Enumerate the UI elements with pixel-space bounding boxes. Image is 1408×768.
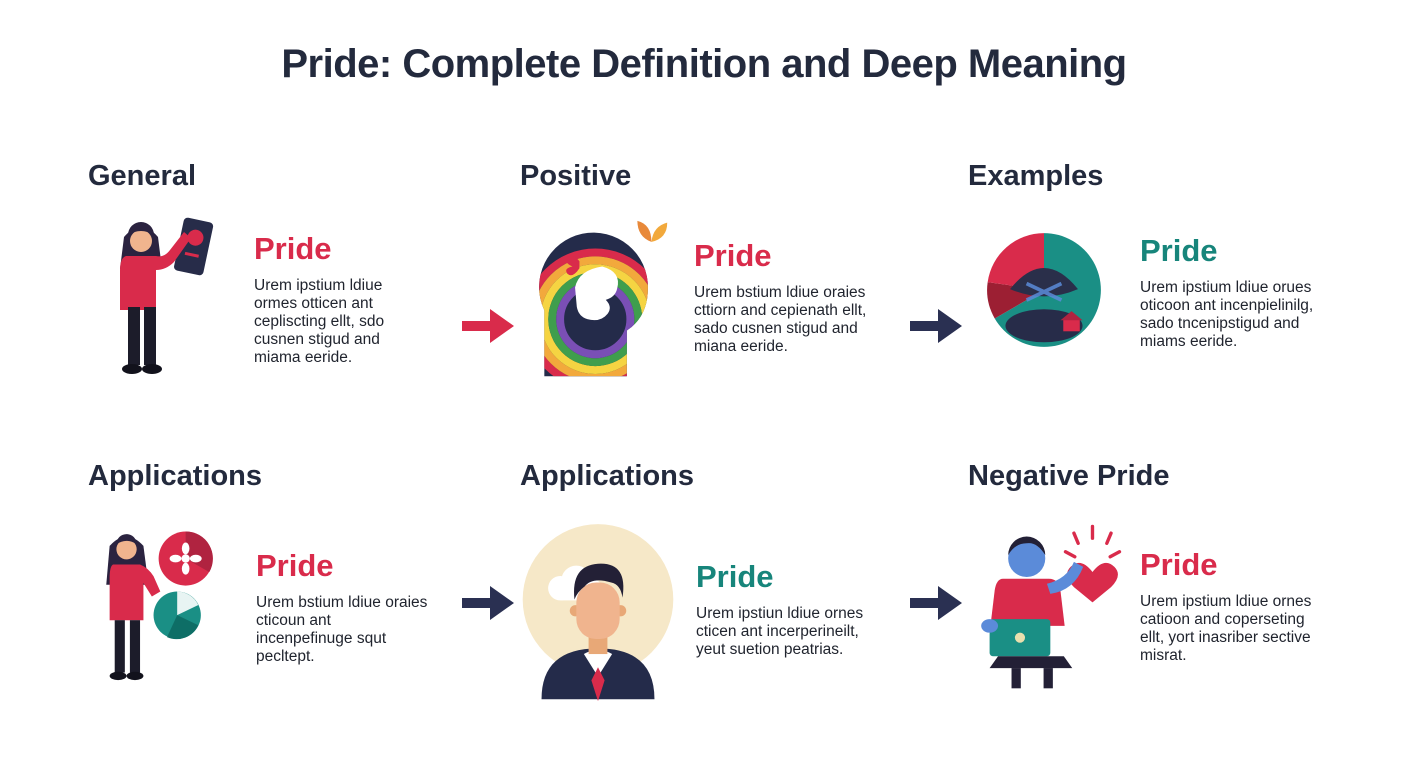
businessman-avatar-illustration: [522, 524, 674, 702]
section-general: General: [86, 152, 458, 452]
section-positive: Positive: [518, 152, 906, 452]
pride-label: Pride: [1140, 546, 1218, 582]
section-header: Applications: [88, 460, 263, 492]
pride-description: Urem bstium ldiue oraies cticoun ant inc…: [256, 593, 428, 666]
section-header: General: [88, 160, 196, 192]
pride-description: Urem bstium ldiue oraies cttiorn and cep…: [694, 283, 867, 356]
page-title: Pride: Complete Definition and Deep Mean…: [281, 42, 1127, 86]
pride-label: Pride: [696, 558, 774, 594]
pride-label: Pride: [694, 237, 772, 273]
section-content: Pride Urem bstium ldiue oraies cticoun a…: [86, 509, 458, 701]
arrow-cell: [906, 452, 966, 705]
arrow-cell: [458, 452, 518, 705]
section-grid: General: [86, 152, 1328, 705]
section-content: Pride Urem ipstiun ldiue ornes cticen an…: [518, 509, 906, 705]
right-arrow-icon: [462, 585, 514, 620]
arrow-cell: [458, 152, 518, 452]
pride-description: Urem ipstiun ldiue ornes cticen ant ince…: [696, 604, 864, 659]
pie-chart-with-cap-illustration: [987, 233, 1101, 347]
arrow-cell: [906, 152, 966, 452]
right-arrow-icon: [910, 585, 962, 620]
person-holding-banner-illustration: [120, 217, 214, 374]
section-header: Negative Pride: [968, 460, 1170, 492]
section-header: Applications: [520, 460, 695, 492]
section-applications-middle: Applications: [518, 452, 906, 705]
section-applications-left: Applications: [86, 452, 458, 705]
section-content: Pride Urem ipstium ldiue ornes catioon a…: [966, 509, 1328, 699]
section-header: Examples: [968, 160, 1104, 192]
pride-label: Pride: [1140, 232, 1218, 268]
pride-description: Urem ipstium ldiue ornes catioon and cop…: [1140, 592, 1312, 665]
pride-description: Urem ipstium ldiue ormes otticen ant cep…: [254, 276, 385, 367]
person-with-pie-charts-illustration: [106, 531, 213, 681]
pride-label: Pride: [254, 230, 332, 266]
section-content: Pride Urem bstium ldiue oraies cttiorn a…: [518, 209, 906, 381]
section-content: Pride Urem ipstium ldiue orues oticoon a…: [966, 209, 1328, 371]
pride-label: Pride: [256, 547, 334, 583]
section-negative-pride: Negative Pride: [966, 452, 1328, 705]
section-header: Positive: [520, 160, 632, 192]
section-content: Pride Urem ipstium ldiue ormes otticen a…: [86, 209, 458, 385]
right-arrow-icon: [462, 309, 514, 343]
pride-description: Urem ipstium ldiue orues oticoon ant inc…: [1140, 278, 1314, 351]
person-with-laptop-and-heart-illustration: [981, 524, 1122, 689]
section-examples: Examples Pride Urem i: [966, 152, 1328, 452]
right-arrow-icon: [910, 309, 962, 343]
head-silhouette-with-rainbow-illustration: [539, 220, 668, 377]
